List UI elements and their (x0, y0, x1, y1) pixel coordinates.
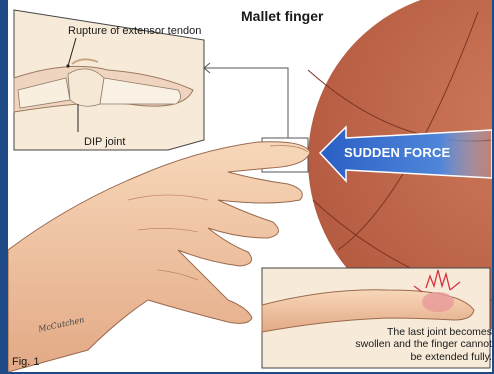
diagram-frame: Mallet finger Rupture of extensor tendon… (8, 0, 492, 372)
figure-label: Fig. 1 (12, 356, 40, 368)
dip-joint-label: DIP joint (84, 136, 125, 149)
rupture-label: Rupture of extensor tendon (68, 25, 228, 38)
diagram-title: Mallet finger (241, 8, 323, 24)
force-label: SUDDEN FORCE (344, 145, 450, 160)
caption: The last joint becomes swollen and the f… (354, 326, 492, 363)
